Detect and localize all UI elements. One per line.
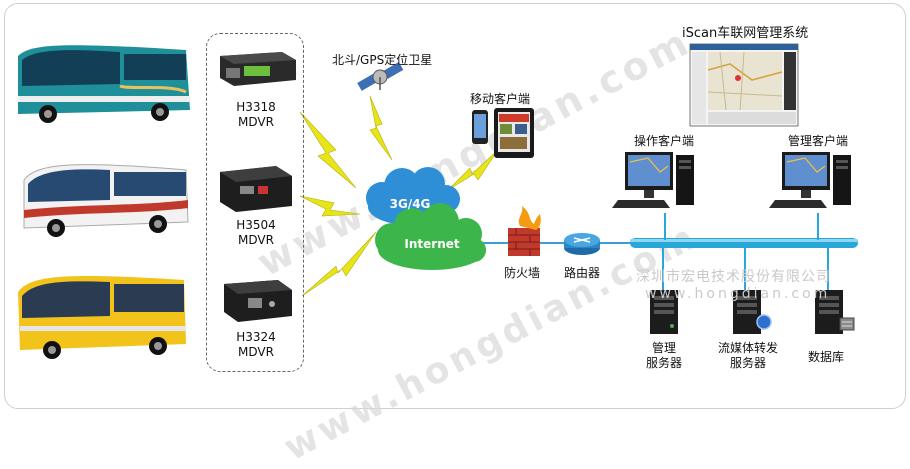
bus-school-yellow [18, 276, 186, 359]
lightning-bolt-sat [299, 111, 357, 189]
database-label: 数据库 [808, 350, 845, 364]
lightning-bolt-mid [299, 195, 361, 217]
cloud-internet-label: Internet [404, 237, 459, 251]
database-server-icon [815, 290, 855, 334]
bus-city-white [23, 164, 189, 237]
lightning-bolt-low [301, 231, 377, 297]
firewall-label: 防火墙 [504, 266, 541, 280]
bus-coach-teal [18, 45, 190, 123]
mdvr-h3318-icon [220, 52, 296, 86]
device-h3318-type: MDVR [238, 115, 274, 129]
firewall-icon [508, 206, 541, 256]
satellite-label: 北斗/GPS定位卫星 [332, 53, 433, 67]
management-client-label: 管理客户端 [788, 134, 849, 148]
watermark-url: www.hongdian.com [645, 286, 831, 302]
management-client-pc [769, 152, 851, 208]
cloud-internet [375, 203, 486, 270]
satellite-icon [357, 62, 404, 91]
mdvr-h3504-icon [220, 166, 292, 212]
lightning-bolt-mobile [447, 149, 499, 191]
operator-client-pc [612, 152, 694, 208]
management-server-icon [650, 290, 678, 334]
router-label: 路由器 [564, 266, 601, 280]
platform-screenshot [689, 43, 799, 127]
device-h3504-model: H3504 [236, 218, 276, 232]
diagram-graphics: 3G/4G Internet [18, 43, 858, 359]
router-icon [564, 233, 600, 255]
platform-title: iScan车联网管理系统 [682, 26, 809, 41]
device-group-frame [206, 33, 304, 372]
lightning-bolt-gps [369, 95, 393, 161]
device-h3324-model: H3324 [236, 330, 276, 344]
management-server-label: 管理 服务器 [645, 341, 682, 370]
operation-client-label: 操作客户端 [634, 134, 695, 148]
network-diagram: www.hongdian.com www.hongdian.com [4, 3, 906, 469]
mobile-devices-icon [472, 108, 534, 158]
device-h3504-type: MDVR [238, 233, 274, 247]
mobile-client-label: 移动客户端 [470, 92, 531, 106]
device-h3324-type: MDVR [238, 345, 274, 359]
streaming-server-icon [733, 290, 772, 334]
device-h3318-model: H3318 [236, 100, 276, 114]
streaming-server-label: 流媒体转发 服务器 [717, 341, 778, 370]
cloud-3g4g-label: 3G/4G [390, 197, 431, 211]
mdvr-h3324-icon [224, 280, 292, 322]
watermark-company: 深圳市宏电技术股份有限公司 [636, 269, 831, 285]
